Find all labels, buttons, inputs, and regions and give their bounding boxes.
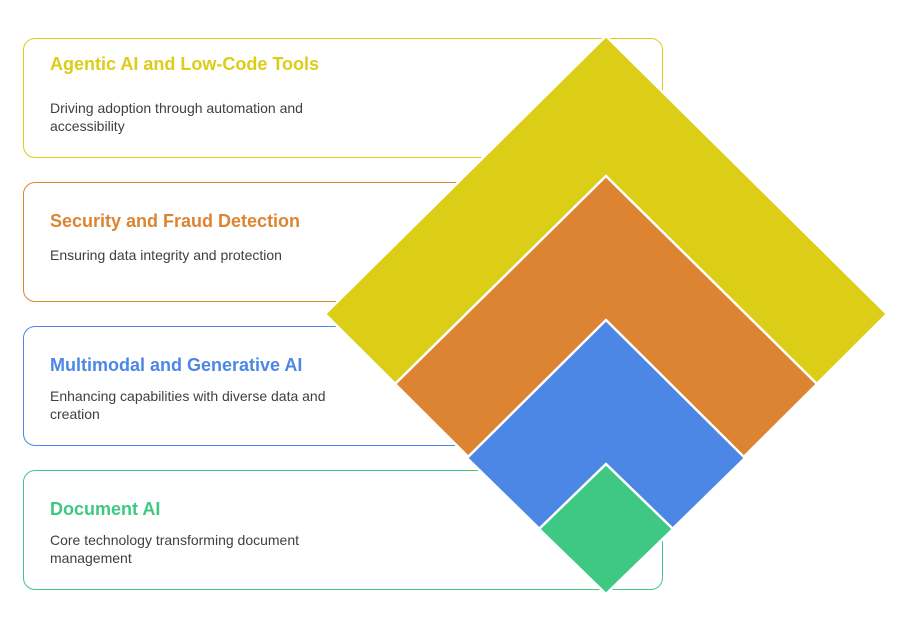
layer-description: Enhancing capabilities with diverse data… bbox=[50, 388, 326, 422]
diamond-layer-document-ai bbox=[537, 462, 675, 596]
layer-title: Security and Fraud Detection bbox=[50, 211, 301, 231]
layer-title: Multimodal and Generative AI bbox=[50, 355, 303, 375]
layer-description: Driving adoption through automation and … bbox=[50, 100, 303, 134]
layer-title: Document AI bbox=[50, 499, 161, 519]
layer-description: Ensuring data integrity and protection bbox=[50, 247, 282, 263]
layer-description: Core technology transforming document ma… bbox=[50, 532, 300, 566]
layer-title: Agentic AI and Low-Code Tools bbox=[50, 54, 319, 74]
